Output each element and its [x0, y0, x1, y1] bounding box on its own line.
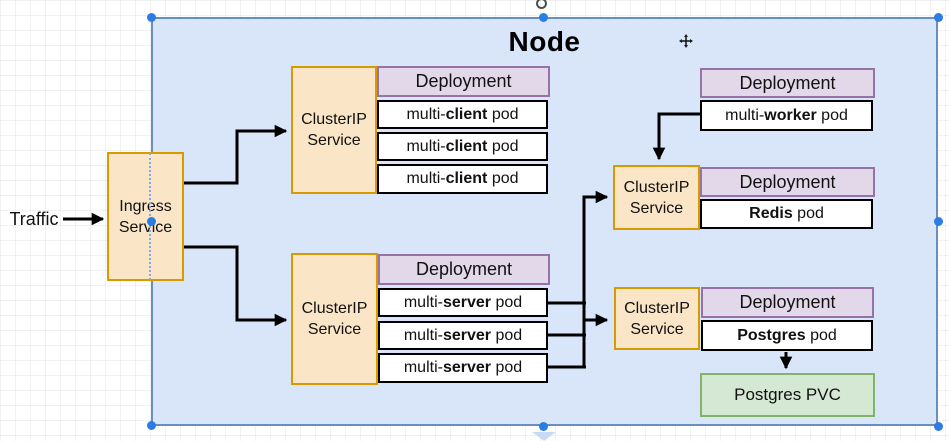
move-cursor-icon	[679, 34, 693, 48]
pod-row-client-3[interactable]: multi-client pod	[377, 164, 548, 194]
selection-handle-mid-left[interactable]	[147, 217, 156, 226]
connector-server-to-redis-service[interactable]	[582, 190, 609, 367]
traffic-label: Traffic	[9, 209, 59, 229]
deployment-header-redis[interactable]: Deployment	[700, 167, 875, 197]
ingress-service-label: Ingress Service	[118, 197, 173, 236]
pod-row-client-2[interactable]: multi-client pod	[377, 132, 548, 161]
postgres-pvc-shape[interactable]: Postgres PVC	[700, 373, 875, 417]
selection-handle-bottom-right[interactable]	[934, 422, 943, 431]
deployment-header-client[interactable]: Deployment	[377, 66, 550, 97]
clusterip-service-label: ClusterIP Service	[301, 111, 367, 149]
pod-row-server-1[interactable]: multi-server pod	[378, 288, 548, 317]
pod-row-worker[interactable]: multi-worker pod	[700, 100, 873, 131]
selection-handle-bottom-center[interactable]	[539, 422, 548, 431]
connector-worker-to-redis-service[interactable]	[652, 112, 700, 161]
deployment-header-worker[interactable]: Deployment	[700, 68, 875, 98]
clusterip-service-postgres-shape[interactable]: ClusterIP Service	[614, 287, 700, 350]
pod-row-server-3[interactable]: multi-server pod	[378, 353, 548, 383]
selection-handle-top-left[interactable]	[147, 13, 156, 22]
deployment-header-server[interactable]: Deployment	[378, 254, 550, 285]
rotate-handle[interactable]	[536, 0, 547, 9]
ingress-service-shape[interactable]: Ingress Service	[107, 152, 184, 281]
direction-hint-arrow	[532, 432, 556, 441]
selection-handle-top-center[interactable]	[539, 13, 548, 22]
pod-row-server-2[interactable]: multi-server pod	[378, 321, 548, 350]
connector-ingress-to-client-service[interactable]	[184, 124, 288, 185]
clusterip-service-redis-shape[interactable]: ClusterIP Service	[613, 165, 700, 230]
node-title: Node	[508, 26, 581, 57]
clusterip-service-label: ClusterIP Service	[624, 299, 690, 338]
connector-ingress-to-server-service[interactable]	[184, 245, 288, 327]
selection-handle-mid-right[interactable]	[934, 217, 943, 226]
deployment-header-postgres[interactable]: Deployment	[701, 287, 874, 318]
selection-handle-top-right[interactable]	[934, 13, 943, 22]
pod-row-client-1[interactable]: multi-client pod	[377, 100, 548, 129]
clusterip-service-label: ClusterIP Service	[301, 300, 368, 338]
clusterip-service-server-shape[interactable]: ClusterIP Service	[291, 253, 378, 385]
selection-handle-bottom-left[interactable]	[147, 421, 156, 430]
pod-row-redis[interactable]: Redis pod	[700, 199, 873, 229]
alignment-guide-line	[149, 153, 151, 280]
clusterip-service-label: ClusterIP Service	[623, 178, 690, 217]
pod-row-postgres[interactable]: Postgres pod	[701, 320, 873, 351]
clusterip-service-client-shape[interactable]: ClusterIP Service	[291, 66, 377, 194]
